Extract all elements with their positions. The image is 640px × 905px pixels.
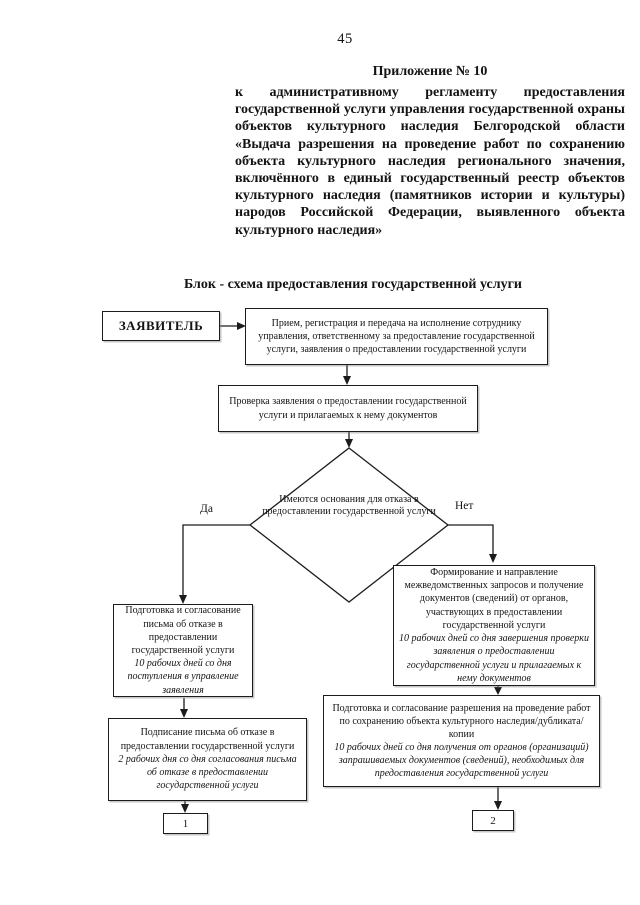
flowchart-title: Блок - схема предоставления государствен…	[183, 277, 523, 292]
applicant-label: ЗАЯВИТЕЛЬ	[118, 318, 204, 333]
arrow-down-icon	[179, 595, 187, 604]
arrow-down-icon	[343, 376, 351, 385]
permit-box: Подготовка и согласование разрешения на …	[323, 695, 600, 787]
permit-term: 10 рабочих дней со дня получения от орга…	[334, 742, 589, 779]
decision-diamond: Имеются основания для отказа в предостав…	[259, 494, 439, 519]
applicant-box: ЗАЯВИТЕЛЬ	[102, 311, 220, 341]
check-box: Проверка заявления о предоставлении госу…	[218, 385, 478, 432]
arrow-down-icon	[181, 804, 189, 813]
interagency-box: Формирование и направление межведомствен…	[393, 565, 595, 686]
connector-2-box: 2	[472, 810, 514, 831]
refusal-sign-term: 2 рабочих дня со дня согласования письма…	[118, 753, 297, 792]
branch-label-no: Нет	[455, 500, 474, 512]
refusal-sign-text: Подписание письма об отказе в предоставл…	[120, 727, 295, 752]
reception-text: Прием, регистрация и передача на исполне…	[258, 318, 535, 355]
reception-box: Прием, регистрация и передача на исполне…	[245, 308, 548, 365]
appendix-heading: Приложение № 10	[372, 64, 488, 79]
refusal-sign-box: Подписание письма об отказе в предоставл…	[108, 718, 307, 801]
appendix-body-text: к административному регламенту предостав…	[235, 85, 625, 238]
check-text: Проверка заявления о предоставлении госу…	[229, 396, 467, 421]
permit-text: Подготовка и согласование разрешения на …	[332, 703, 591, 740]
arrow-down-icon	[345, 439, 353, 448]
connector-2-label: 2	[490, 814, 496, 827]
decision-text: Имеются основания для отказа в предостав…	[262, 494, 436, 518]
arrow-down-icon	[494, 687, 502, 695]
branch-label-yes: Да	[200, 503, 213, 515]
arrow-down-icon	[489, 554, 497, 563]
connector-1-box: 1	[163, 813, 208, 834]
interagency-term: 10 рабочих дней со дня завершения провер…	[399, 633, 589, 685]
refusal-prepare-text: Подготовка и согласование письма об отка…	[125, 605, 241, 656]
arrow-down-icon	[180, 709, 188, 718]
interagency-text: Формирование и направление межведомствен…	[404, 566, 584, 631]
page-number: 45	[337, 31, 353, 47]
arrow-down-icon	[494, 801, 502, 810]
refusal-prepare-term: 10 рабочих дней со дня поступления в упр…	[127, 658, 239, 696]
refusal-prepare-box: Подготовка и согласование письма об отка…	[113, 604, 253, 697]
connector-1-label: 1	[182, 817, 189, 830]
